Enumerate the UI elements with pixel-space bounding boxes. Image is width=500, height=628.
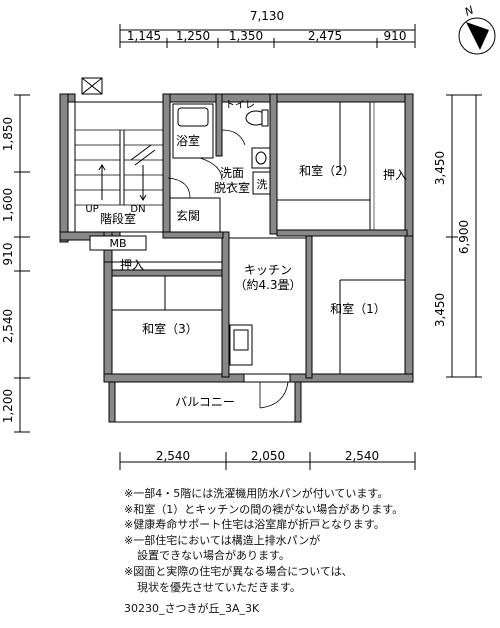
balcony-wall-left [108, 381, 116, 423]
washitsu2-label: 和室（2） [299, 163, 355, 178]
bottom-dimensions [119, 452, 416, 470]
dim-left-3: 910 [1, 243, 15, 266]
note-5-cont: 現状を優先させていただきます。 [137, 580, 301, 594]
dim-top-5: 910 [384, 29, 407, 43]
north-compass: N [458, 3, 496, 55]
left-dimensions [14, 94, 30, 433]
stairs-down-label: DN [130, 204, 145, 215]
right-dimensions [446, 94, 482, 378]
dim-top-4: 2,475 [308, 29, 342, 43]
dim-left-1: 1,850 [1, 117, 15, 151]
notes: ※一部4・5階には洗濯機用防水パンが付いています。 ※和室（1）とキッチンの間の… [124, 486, 403, 595]
stairwell [74, 77, 164, 233]
balcony-label: バルコニー [175, 395, 235, 409]
toilet-tank [261, 109, 269, 127]
kitchen-sink [229, 324, 253, 366]
dim-bottom-3: 2,540 [345, 449, 379, 463]
mb-box [89, 235, 147, 251]
bath-door [199, 157, 223, 181]
dim-bottom-2: 2,050 [251, 449, 285, 463]
plan-code: 30230_さつきが丘_3A_3K [124, 602, 260, 615]
stairs-up-label: UP [85, 204, 98, 215]
toilet-door [221, 129, 246, 146]
entrance-door [167, 177, 191, 199]
washitsu1-area [311, 235, 406, 375]
dim-top-2: 1,250 [176, 29, 210, 43]
kitchen-basin [233, 329, 249, 351]
kitchen-area [228, 237, 307, 375]
compass-label: N [463, 3, 476, 18]
dim-top-3: 1,350 [229, 29, 263, 43]
dim-right-total: 6,900 [457, 220, 471, 254]
dim-bottom-1: 2,540 [156, 449, 190, 463]
note-3: ※健康寿命サポート住宅は浴室扉が折戸となります。 [124, 518, 385, 532]
entrance-label: 玄関 [176, 208, 200, 223]
wash-sink [255, 151, 267, 165]
mb-label: MB [109, 237, 126, 250]
oshiire-left-shelf [111, 261, 223, 271]
washer-box [252, 171, 271, 195]
dim-right-2: 3,450 [433, 293, 447, 327]
washitsu3-area [111, 275, 223, 375]
stairwell-label: 階段室 [100, 211, 136, 226]
bathtub-basin [177, 107, 209, 127]
entrance-area [169, 197, 221, 233]
dim-left-5: 1,200 [1, 389, 15, 423]
dim-right-1: 3,450 [433, 151, 447, 185]
kitchen-label-1: キッチン [244, 263, 292, 277]
dim-top-total: 7,130 [250, 9, 284, 23]
note-4: ※一部住宅においては構造上排水パンが [124, 533, 321, 547]
dim-top-1: 1,145 [127, 29, 161, 43]
oshiire-right-label: 押入 [383, 168, 407, 182]
washitsu3-label: 和室（3） [142, 321, 198, 336]
washitsu2-area [276, 101, 406, 231]
note-2: ※和室（1）とキッチンの間の襖がない場合があります。 [124, 502, 404, 516]
dim-left-4: 2,540 [1, 309, 15, 343]
washroom-label-2: 脱衣室 [214, 180, 250, 195]
balcony-wall-right [294, 381, 302, 423]
wash-basin [251, 147, 271, 169]
bathtub [172, 103, 214, 159]
bath-label: 浴室 [176, 133, 200, 148]
top-dimensions [119, 24, 416, 48]
note-4-cont: 設置できない場合があります。 [137, 549, 290, 563]
dim-left-2: 1,600 [1, 188, 15, 222]
washroom-label-1: 洗面 [220, 166, 244, 180]
note-1: ※一部4・5階には洗濯機用防水パンが付いています。 [124, 487, 389, 500]
washer-label: 洗 [257, 178, 268, 191]
washitsu1-label: 和室（1） [330, 301, 386, 316]
kitchen-label-2: （約4.3畳） [234, 277, 301, 292]
toilet-label: トイレ [225, 100, 255, 111]
note-5: ※図面と実際の住宅が異なる場合については、 [124, 564, 353, 578]
balcony-door-swing [259, 381, 289, 409]
oshiire-left-label: 押入 [120, 258, 144, 272]
